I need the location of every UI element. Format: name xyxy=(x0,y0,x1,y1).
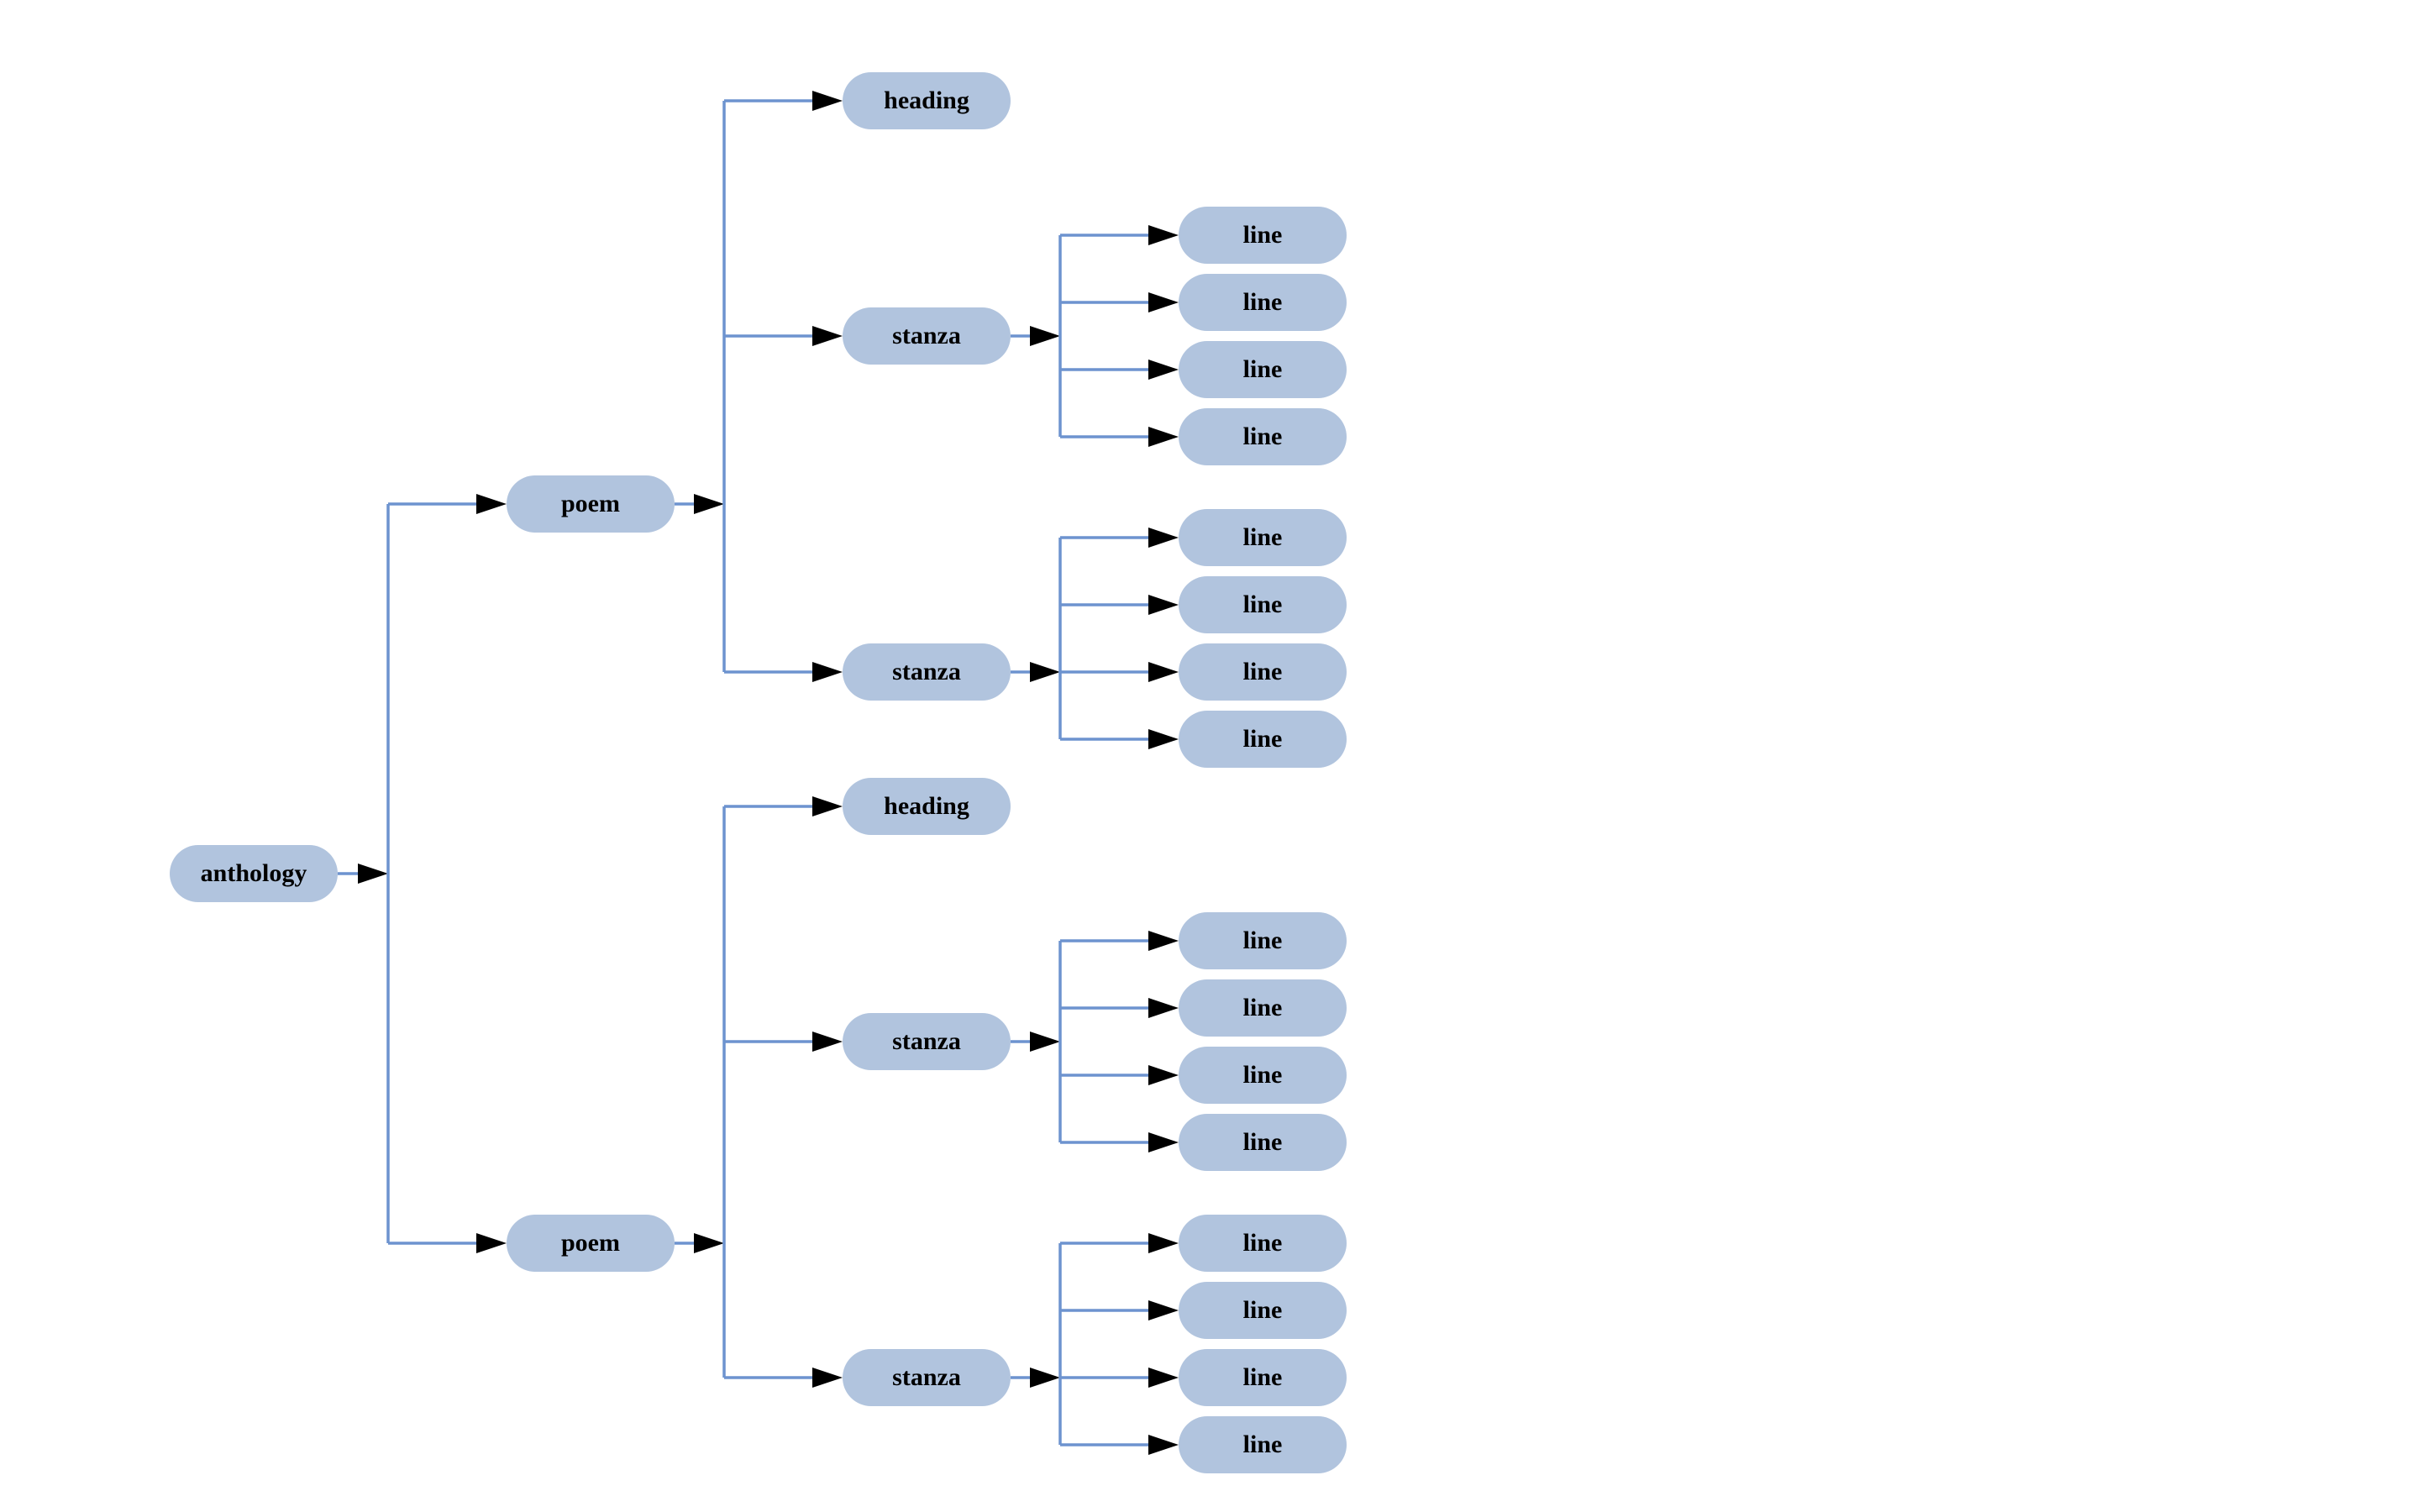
node-label: anthology xyxy=(200,859,307,887)
node-label: poem xyxy=(561,490,620,517)
node-label: line xyxy=(1242,658,1283,685)
node-label: line xyxy=(1242,1061,1283,1089)
arrowhead-icon xyxy=(1148,225,1179,245)
node-line-1d: line xyxy=(1179,408,1347,465)
node-label: line xyxy=(1242,1128,1283,1156)
node-label: line xyxy=(1242,927,1283,954)
arrowhead-icon xyxy=(1148,662,1179,682)
arrowhead-icon xyxy=(1030,662,1060,682)
node-label: line xyxy=(1242,591,1283,618)
node-line-4c: line xyxy=(1179,1349,1347,1406)
node-line-3d: line xyxy=(1179,1114,1347,1171)
arrowhead-icon xyxy=(1148,427,1179,447)
arrowhead-icon xyxy=(812,1368,843,1388)
arrowhead-icon xyxy=(1030,1368,1060,1388)
node-label: stanza xyxy=(892,658,961,685)
node-label: line xyxy=(1242,1363,1283,1391)
arrowhead-icon xyxy=(694,494,724,514)
arrowhead-icon xyxy=(1148,1065,1179,1085)
arrowhead-icon xyxy=(1148,595,1179,615)
node-label: heading xyxy=(884,87,969,114)
arrowhead-icon xyxy=(1148,1368,1179,1388)
arrowhead-icon xyxy=(812,1032,843,1052)
arrowhead-icon xyxy=(812,91,843,111)
node-line-3a: line xyxy=(1179,912,1347,969)
node-line-2c: line xyxy=(1179,643,1347,701)
arrowhead-icon xyxy=(1030,326,1060,346)
arrowhead-icon xyxy=(1148,528,1179,548)
arrowhead-icon xyxy=(1148,1435,1179,1455)
arrowhead-icon xyxy=(812,796,843,816)
node-line-4a: line xyxy=(1179,1215,1347,1272)
node-poem-1: poem xyxy=(507,475,675,533)
node-label: line xyxy=(1242,221,1283,249)
arrowhead-icon xyxy=(1148,292,1179,312)
arrowhead-icon xyxy=(1030,1032,1060,1052)
node-label: line xyxy=(1242,1431,1283,1458)
node-line-1c: line xyxy=(1179,341,1347,398)
arrowhead-icon xyxy=(358,864,388,884)
arrowhead-icon xyxy=(1148,1233,1179,1253)
node-label: poem xyxy=(561,1229,620,1257)
node-label: line xyxy=(1242,1296,1283,1324)
node-line-2b: line xyxy=(1179,576,1347,633)
node-line-4d: line xyxy=(1179,1416,1347,1473)
node-poem-2: poem xyxy=(507,1215,675,1272)
node-line-3c: line xyxy=(1179,1047,1347,1104)
node-label: line xyxy=(1242,288,1283,316)
node-label: heading xyxy=(884,792,969,820)
arrowhead-icon xyxy=(476,1233,507,1253)
node-line-4b: line xyxy=(1179,1282,1347,1339)
node-label: stanza xyxy=(892,1027,961,1055)
node-line-3b: line xyxy=(1179,979,1347,1037)
arrowhead-icon xyxy=(812,326,843,346)
node-stanza-3: stanza xyxy=(843,1013,1011,1070)
arrowhead-icon xyxy=(1148,1132,1179,1152)
node-label: stanza xyxy=(892,322,961,349)
arrowhead-icon xyxy=(812,662,843,682)
arrowhead-icon xyxy=(1148,931,1179,951)
arrowhead-icon xyxy=(476,494,507,514)
arrowhead-icon xyxy=(694,1233,724,1253)
arrowhead-icon xyxy=(1148,729,1179,749)
node-label: line xyxy=(1242,523,1283,551)
node-label: line xyxy=(1242,994,1283,1021)
node-label: line xyxy=(1242,355,1283,383)
arrowhead-icon xyxy=(1148,998,1179,1018)
node-label: line xyxy=(1242,1229,1283,1257)
node-stanza-1: stanza xyxy=(843,307,1011,365)
node-label: stanza xyxy=(892,1363,961,1391)
node-stanza-4: stanza xyxy=(843,1349,1011,1406)
arrowhead-icon xyxy=(1148,1300,1179,1320)
node-line-2a: line xyxy=(1179,509,1347,566)
node-line-1b: line xyxy=(1179,274,1347,331)
node-stanza-2: stanza xyxy=(843,643,1011,701)
node-line-2d: line xyxy=(1179,711,1347,768)
node-label: line xyxy=(1242,725,1283,753)
node-heading-2: heading xyxy=(843,778,1011,835)
arrowhead-icon xyxy=(1148,360,1179,380)
node-anthology: anthology xyxy=(170,845,338,902)
node-label: line xyxy=(1242,423,1283,450)
node-line-1a: line xyxy=(1179,207,1347,264)
node-heading-1: heading xyxy=(843,72,1011,129)
